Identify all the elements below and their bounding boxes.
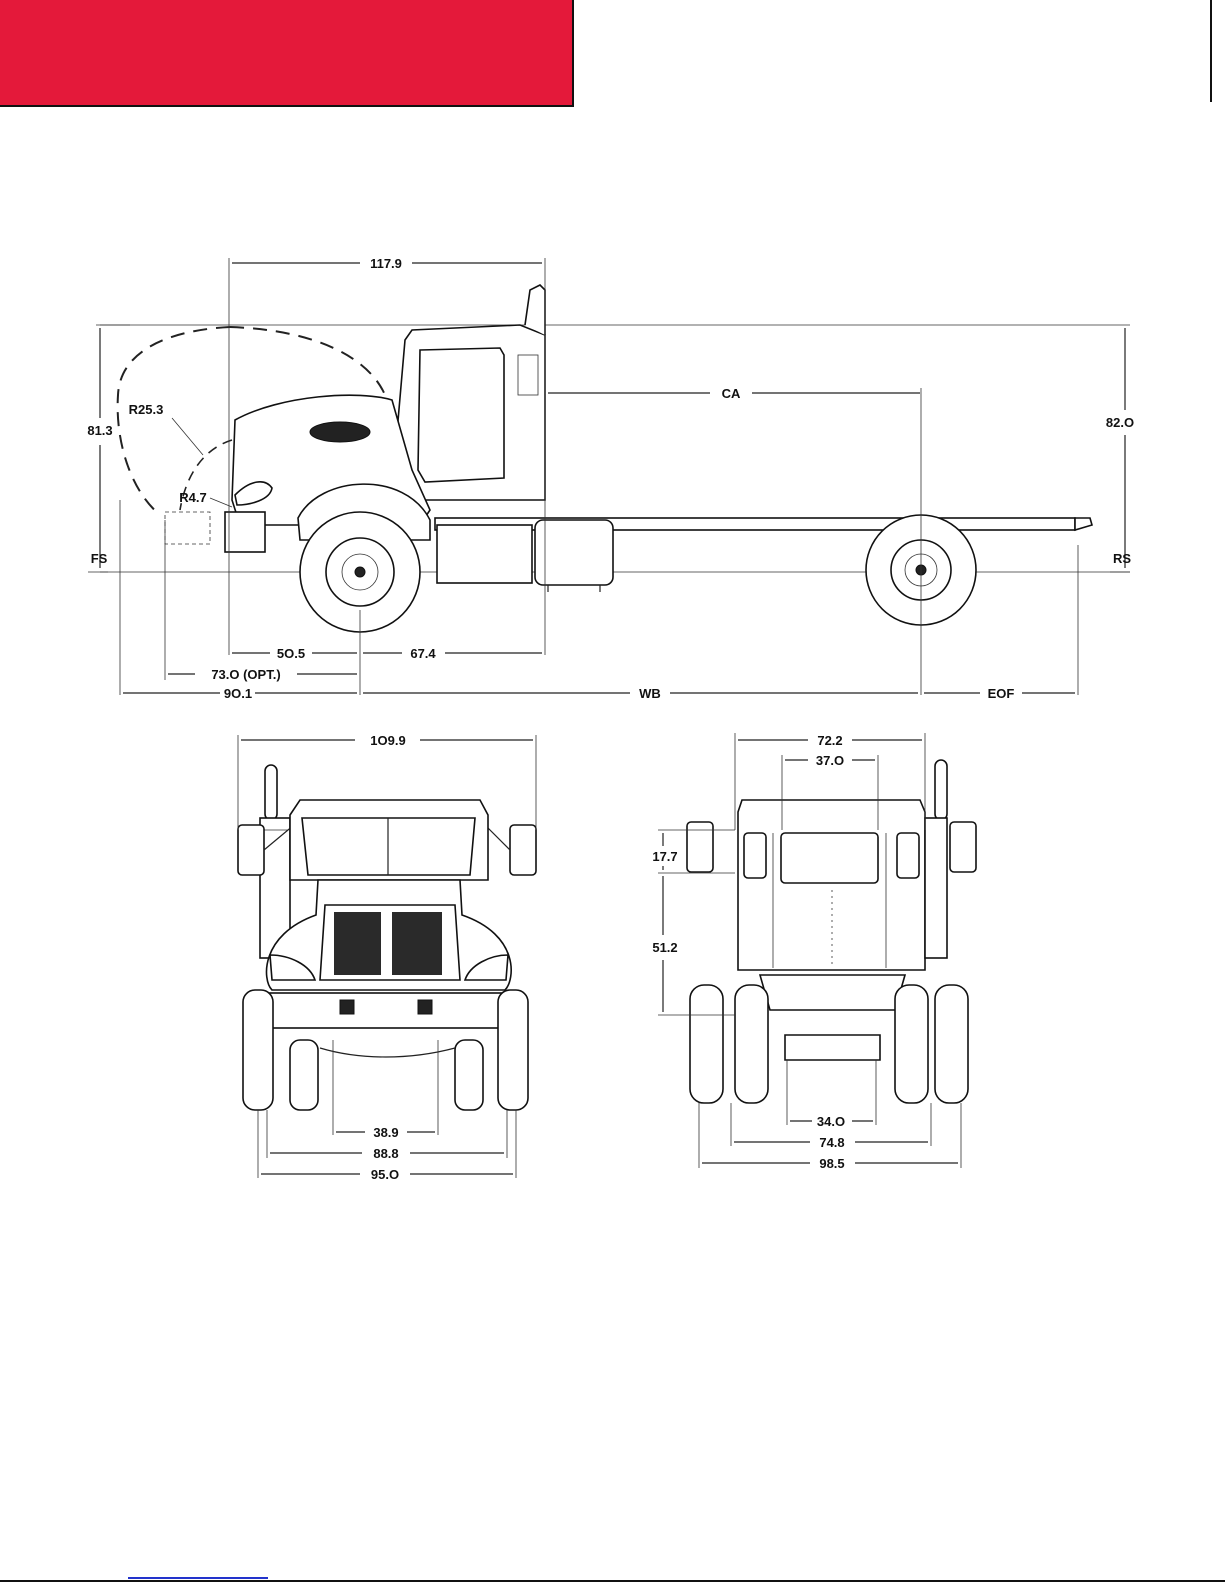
- dim-overall-top: 117.9: [370, 256, 402, 271]
- dim-rs: RS: [1113, 551, 1131, 566]
- dim-rear-lower-height: 51.2: [652, 940, 677, 955]
- dim-rear-overall: 98.5: [819, 1156, 844, 1171]
- side-view: [88, 258, 1130, 695]
- dim-front-inner: 38.9: [373, 1125, 398, 1140]
- dim-front-overhang: 9O.1: [224, 686, 252, 701]
- dim-eof: EOF: [988, 686, 1015, 701]
- dim-front-outer: 95.O: [371, 1167, 399, 1182]
- dim-rear-cab-width: 72.2: [817, 733, 842, 748]
- dim-bumper-to-axle: 5O.5: [277, 646, 305, 661]
- dim-ca: CA: [722, 386, 741, 401]
- dim-axle-to-cab: 67.4: [410, 646, 436, 661]
- dim-height-left: 81.3: [87, 423, 112, 438]
- dim-front-track: 88.8: [373, 1146, 398, 1161]
- dim-radius-small: R4.7: [179, 490, 206, 505]
- dim-fs: FS: [91, 551, 108, 566]
- dim-optional: 73.O (OPT.): [211, 667, 280, 682]
- dim-rear-upper-height: 17.7: [652, 849, 677, 864]
- dim-rear-window-width: 37.O: [816, 753, 844, 768]
- dim-rear-frame: 34.O: [817, 1114, 845, 1129]
- footer-rule: [0, 1580, 1225, 1582]
- dim-height-right: 82.O: [1106, 415, 1134, 430]
- dim-radius-hood: R25.3: [129, 402, 164, 417]
- dim-front-overall-width: 1O9.9: [370, 733, 405, 748]
- dim-rear-track: 74.8: [819, 1135, 844, 1150]
- dim-wb: WB: [639, 686, 661, 701]
- footer-link-underline[interactable]: [128, 1577, 268, 1579]
- rear-view: [658, 733, 976, 1168]
- front-view: [238, 735, 536, 1178]
